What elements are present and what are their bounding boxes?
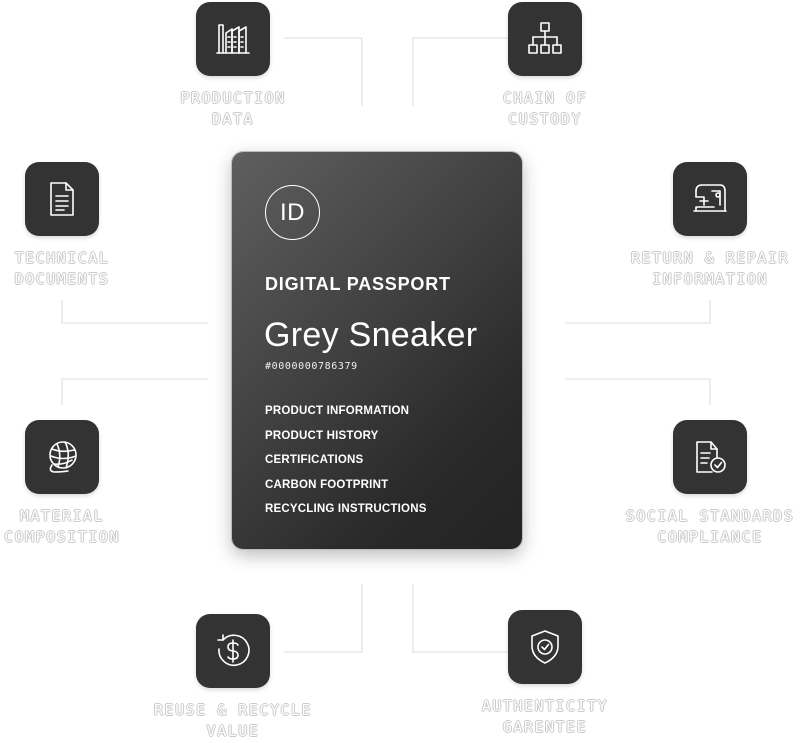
chain-of-custody-tile[interactable] xyxy=(508,2,582,76)
section-certifications[interactable]: CERTIFICATIONS xyxy=(265,454,364,466)
return-repair-tile[interactable] xyxy=(673,162,747,236)
passport-heading: DIGITAL PASSPORT xyxy=(265,274,451,294)
reuse-recycle-label: REUSE & RECYCLE VALUE xyxy=(154,701,312,740)
digital-passport-card: ID DIGITAL PASSPORT Grey Sneaker #000000… xyxy=(232,152,522,549)
product-id: #0000000786379 xyxy=(265,361,358,372)
section-carbon-footprint[interactable]: CARBON FOOTPRINT xyxy=(265,478,389,491)
shield-check-icon xyxy=(531,630,559,664)
connector-material-composition xyxy=(61,378,208,405)
connector-social-standards xyxy=(565,378,711,405)
production-data-tile[interactable] xyxy=(196,2,270,76)
connector-production-data xyxy=(284,37,363,106)
document-icon xyxy=(50,182,74,216)
connector-reuse-recycle xyxy=(284,584,363,653)
compliance-document-icon xyxy=(696,441,726,473)
technical-documents-tile[interactable] xyxy=(25,162,99,236)
connector-technical-documents xyxy=(61,300,208,324)
chain-of-custody-label: CHAIN OF CUSTODY xyxy=(502,89,588,128)
section-product-history[interactable]: PRODUCT HISTORY xyxy=(265,429,379,442)
authenticity-tile[interactable] xyxy=(508,610,582,684)
sewing-machine-icon xyxy=(693,184,727,212)
dollar-cycle-icon xyxy=(217,634,250,667)
social-standards-tile[interactable] xyxy=(673,420,747,494)
authenticity-label: AUTHENTICITY GARENTEE xyxy=(481,697,609,736)
reuse-recycle-tile[interactable] xyxy=(196,614,270,688)
product-name: Grey Sneaker xyxy=(264,316,478,354)
connector-chain-of-custody xyxy=(412,37,508,106)
return-repair-label: RETURN & REPAIR INFORMATION xyxy=(631,249,789,288)
technical-documents-label: TECHNICAL DOCUMENTS xyxy=(14,249,110,288)
hierarchy-icon xyxy=(528,22,562,54)
factory-icon xyxy=(216,24,250,54)
production-data-label: PRODUCTION DATA xyxy=(180,89,286,128)
section-recycling-instructions[interactable]: RECYCLING INSTRUCTIONS xyxy=(265,503,427,515)
section-product-information[interactable]: PRODUCT INFORMATION xyxy=(265,405,410,417)
material-composition-tile[interactable] xyxy=(25,420,99,494)
connector-return-repair xyxy=(565,300,711,324)
id-badge-icon: ID xyxy=(265,185,320,240)
social-standards-label: SOCIAL STANDARDS COMPLIANCE xyxy=(625,507,795,546)
material-composition-label: MATERIAL COMPOSITION xyxy=(4,507,120,546)
passport-section-list: PRODUCT INFORMATION PRODUCT HISTORY CERT… xyxy=(265,404,427,527)
connector-authenticity xyxy=(412,584,508,653)
yarn-ball-icon xyxy=(49,441,77,473)
